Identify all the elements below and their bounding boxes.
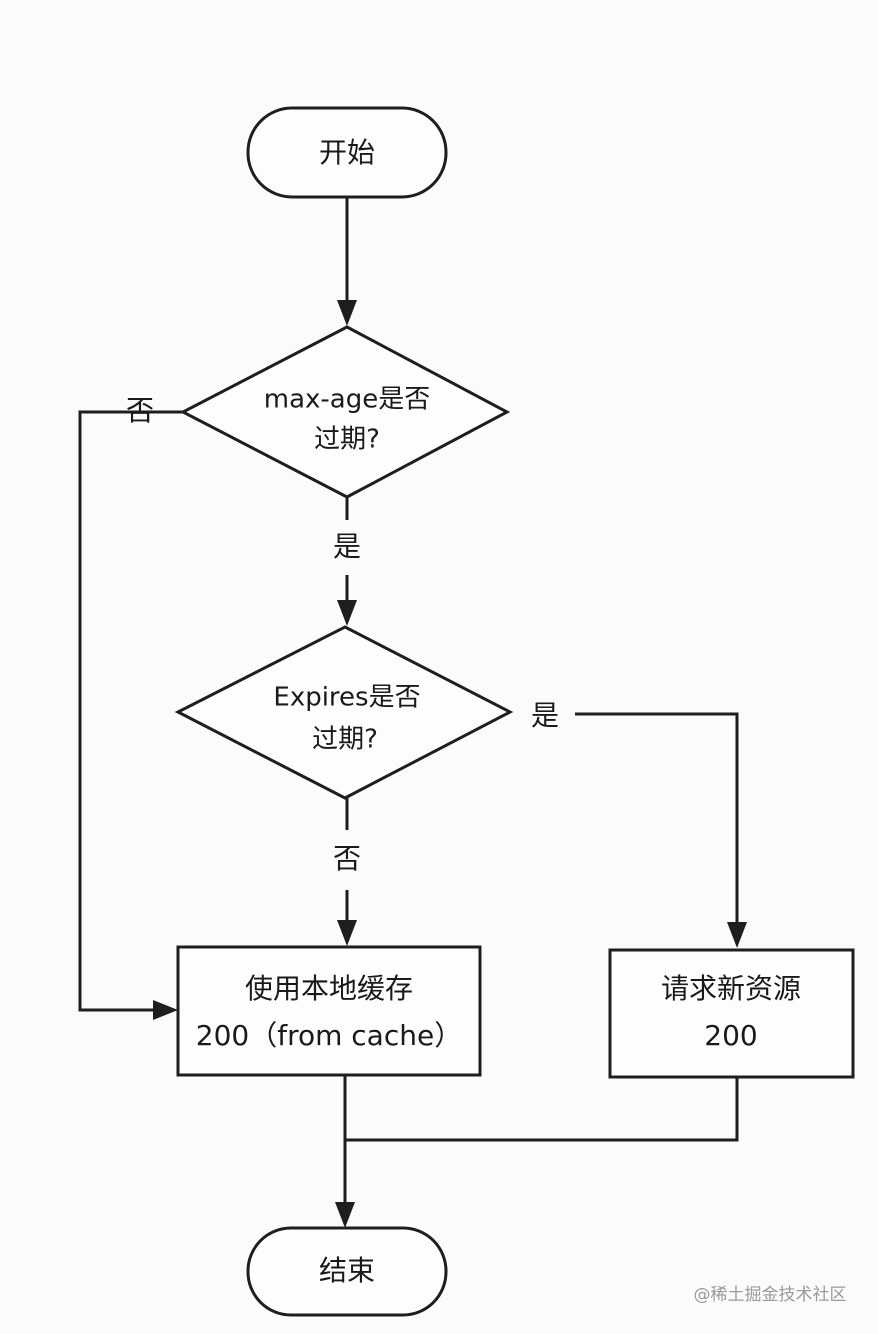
end-label: 结束 (319, 1254, 375, 1287)
maxage-no-label: 否 (126, 394, 154, 427)
maxage-yes-label: 是 (333, 530, 361, 563)
maxage-line1: max-age是否 (264, 385, 430, 415)
new-resource-line2: 200 (704, 1019, 757, 1052)
start-node (246, 106, 448, 199)
expires-yes-label: 是 (531, 699, 559, 732)
expires-line1: Expires是否 (273, 683, 420, 713)
edge-maxage-no (78, 410, 183, 1012)
maxage-line2: 过期? (314, 425, 380, 455)
start-label: 开始 (319, 136, 375, 169)
expires-line2: 过期? (312, 725, 378, 755)
local-cache-line1: 使用本地缓存 (245, 972, 413, 1005)
maxage-decision (179, 325, 511, 499)
new-resource-node (608, 948, 855, 1079)
edge-merge (343, 1075, 739, 1206)
new-resource-line1: 请求新资源 (661, 972, 801, 1005)
arrow-head (337, 920, 357, 946)
arrow-head (153, 1000, 178, 1020)
expires-decision (174, 625, 514, 800)
arrow-head (727, 922, 747, 948)
arrow-head (335, 1202, 355, 1228)
arrow-head (337, 300, 357, 326)
arrow-head (337, 600, 357, 626)
edge-expires-yes (575, 712, 739, 926)
expires-no-label: 否 (333, 842, 361, 875)
end-node (246, 1226, 448, 1317)
local-cache-node (176, 945, 482, 1077)
local-cache-line2: 200（from cache） (196, 1019, 462, 1052)
watermark: @稀土掘金技术社区 (694, 1285, 847, 1305)
